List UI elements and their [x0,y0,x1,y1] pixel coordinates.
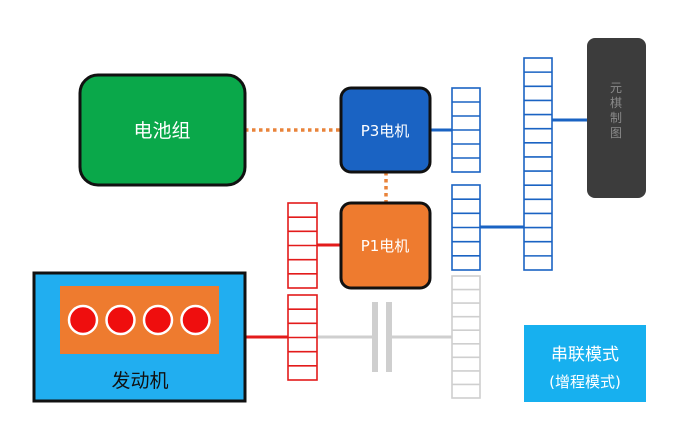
p1-motor-label: P1电机 [361,237,410,255]
clutch-plate-right [386,302,392,372]
engine-red-gear-stack [287,294,318,381]
drive-unit-box: 元棋制图 [587,38,646,198]
engine-cylinder [180,304,211,336]
p3-motor-label: P3电机 [361,122,410,140]
p1-red-gear-stack [287,202,318,289]
clutch-plate-left [372,302,378,372]
mode-badge-line2: (增程模式) [549,373,621,391]
middle-blue-gear-stack [451,184,481,271]
watermark-text: 元棋制图 [610,81,622,140]
engine-cylinder [142,304,174,336]
engine-label: 发动机 [111,370,168,392]
output-blue-gear-stack [523,57,553,271]
mode-badge-line1: 串联模式 [551,345,619,365]
battery-label: 电池组 [133,120,190,142]
engine: 发动机 [32,271,247,403]
idle-gray-gear-stack [451,275,481,399]
mode-badge: 串联模式 (增程模式) [524,325,646,402]
engine-cylinder [105,304,136,336]
p3-motor: P3电机 [339,86,432,174]
p3-blue-gear-stack [451,87,481,173]
engine-cylinder [67,304,99,336]
p1-motor: P1电机 [339,201,432,290]
battery-pack: 电池组 [78,73,247,187]
